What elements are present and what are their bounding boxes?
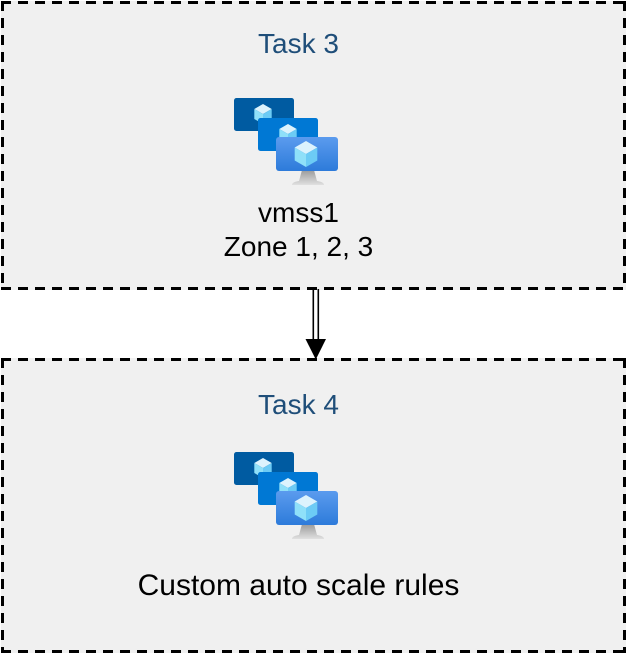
task3-title: Task 3 — [258, 28, 339, 59]
zones-label: Zone 1, 2, 3 — [223, 231, 374, 262]
down-arrow — [305, 289, 326, 360]
task4-labels: Custom auto scale rules — [138, 568, 460, 604]
task3-box: Task 3 — [1, 1, 626, 290]
vm-scale-sets-icon — [233, 98, 338, 186]
autoscale-label: Custom auto scale rules — [137, 569, 460, 602]
vm-scale-sets-icon — [233, 452, 338, 540]
task3-labels: vmss1 Zone 1, 2, 3 — [224, 196, 373, 264]
task4-title: Task 4 — [258, 389, 339, 420]
vmss-name-label: vmss1 — [258, 197, 339, 228]
task4-box: Task 4 — [1, 358, 626, 653]
